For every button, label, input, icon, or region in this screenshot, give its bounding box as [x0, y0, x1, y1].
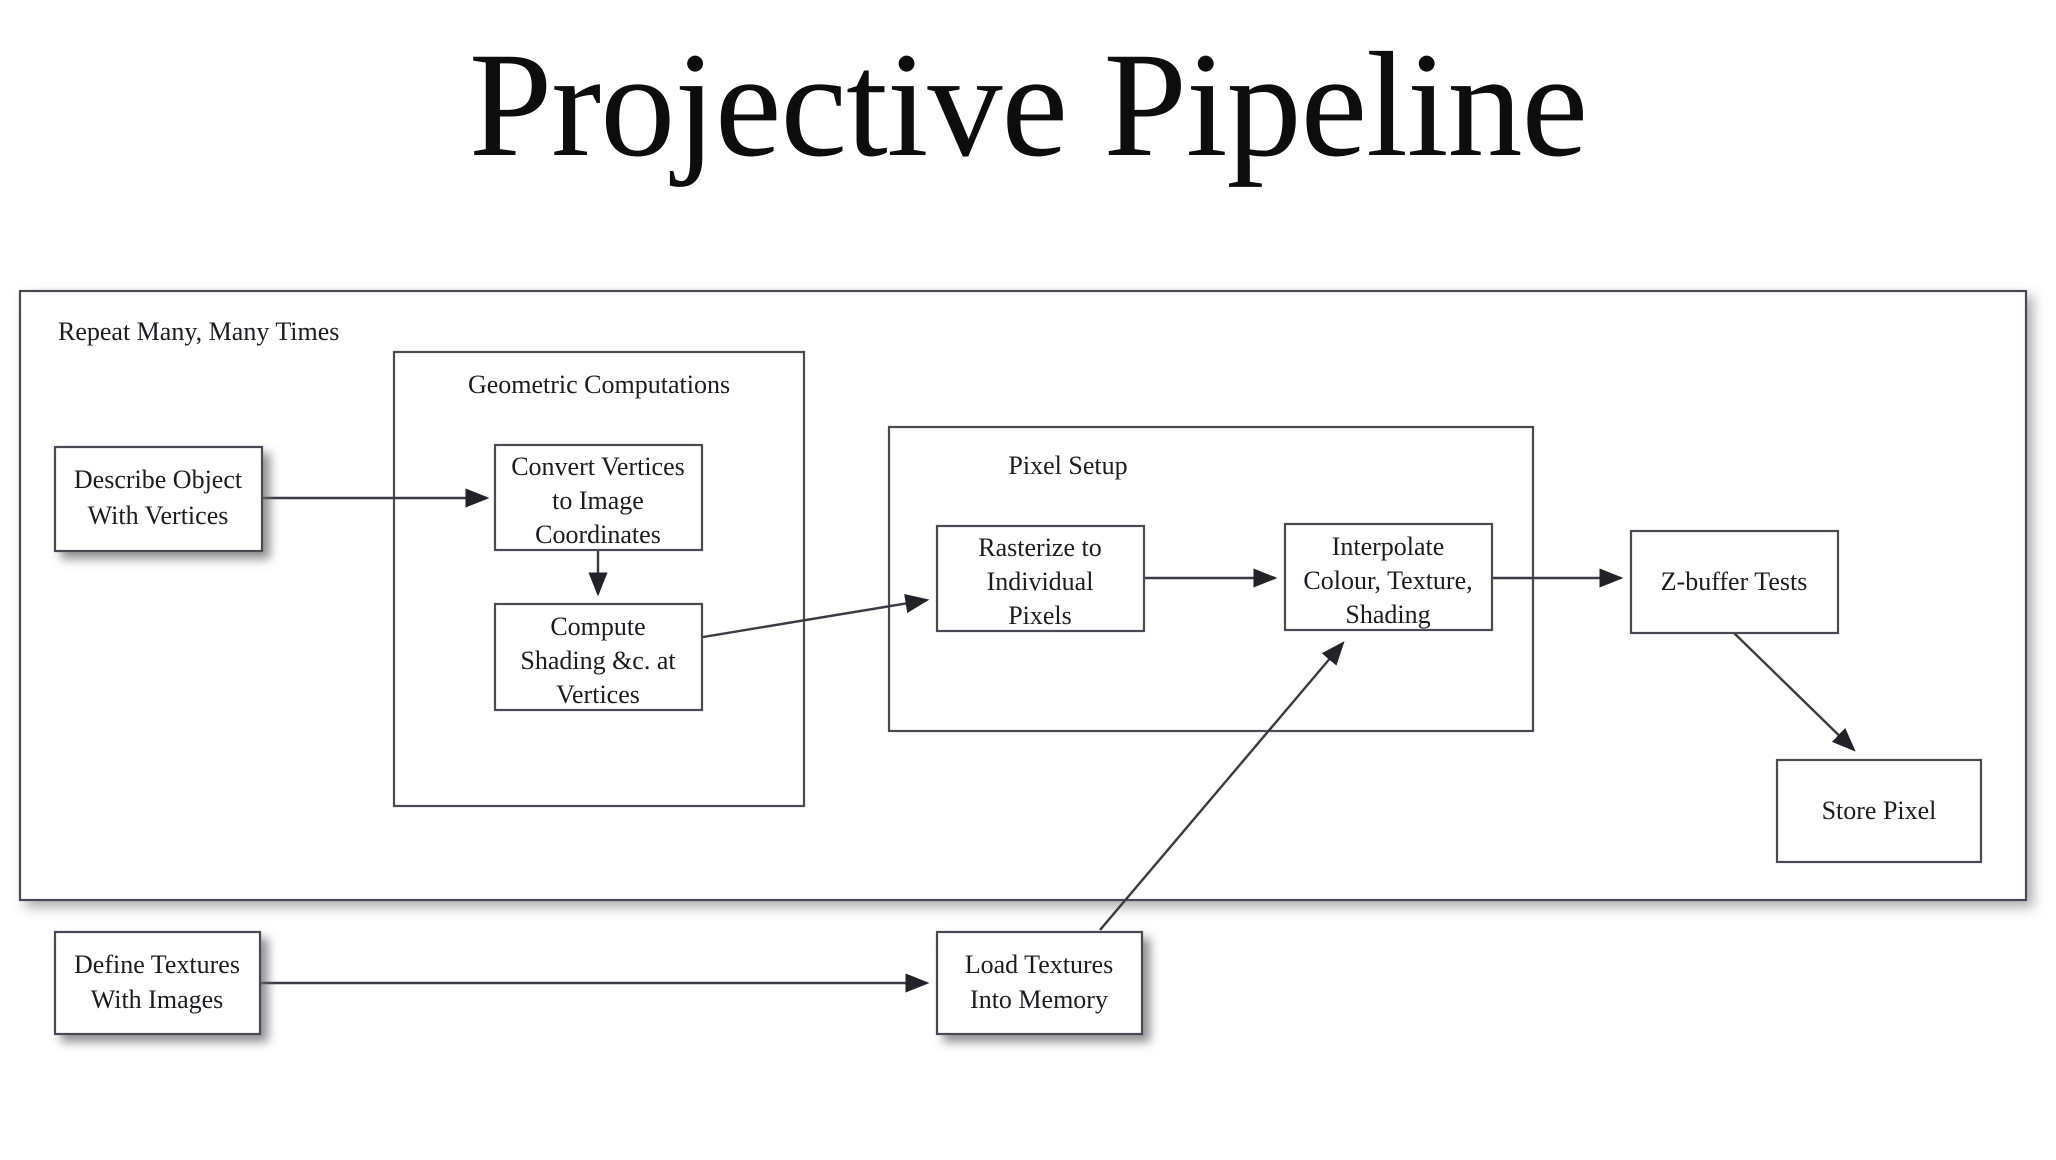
- node-store-pixel-rect[interactable]: [1775, 758, 1983, 864]
- node-compute-shading-rect[interactable]: [493, 602, 704, 712]
- node-load-textures-line-1: Load Textures: [965, 950, 1114, 979]
- node-load-textures-rect[interactable]: [935, 930, 1144, 1036]
- node-convert-vertices[interactable]: Convert Vertices to Image Coordinates: [493, 443, 704, 552]
- node-define-textures-rect[interactable]: [53, 930, 262, 1036]
- node-describe-object-line-2: With Vertices: [88, 501, 229, 530]
- node-interpolate-line-2: Colour, Texture,: [1303, 566, 1472, 595]
- node-compute-shading-line-2: Shading &c. at: [520, 646, 676, 675]
- container-repeat-loop-label: Repeat Many, Many Times: [58, 317, 339, 346]
- container-geometric-computations-label: Geometric Computations: [468, 370, 730, 399]
- node-describe-object[interactable]: Describe Object With Vertices: [53, 445, 264, 553]
- node-interpolate-rect[interactable]: [1283, 522, 1494, 632]
- node-define-textures-line-1: Define Textures: [74, 950, 240, 979]
- node-z-buffer-tests-line-1: Z-buffer Tests: [1661, 567, 1808, 596]
- edge-load-to-interpolate: [1099, 641, 1345, 931]
- node-compute-shading-line-1: Compute: [550, 612, 645, 641]
- node-describe-object-line-1: Describe Object: [74, 465, 243, 494]
- node-convert-vertices-rect[interactable]: [493, 443, 704, 552]
- node-store-pixel[interactable]: Store Pixel: [1775, 758, 1983, 864]
- node-compute-shading[interactable]: Compute Shading &c. at Vertices: [493, 602, 704, 712]
- node-convert-vertices-line-1: Convert Vertices: [511, 452, 685, 481]
- node-interpolate-line-3: Shading: [1345, 600, 1430, 629]
- edge-zbuffer-to-store: [1733, 632, 1856, 752]
- node-store-pixel-line-1: Store Pixel: [1822, 796, 1937, 825]
- node-load-textures-line-2: Into Memory: [970, 985, 1108, 1014]
- node-convert-vertices-line-2: to Image: [552, 486, 644, 515]
- node-rasterize-pixels[interactable]: Rasterize to Individual Pixels: [935, 524, 1146, 633]
- node-load-textures[interactable]: Load Textures Into Memory: [935, 930, 1144, 1036]
- node-define-textures[interactable]: Define Textures With Images: [53, 930, 262, 1036]
- node-compute-shading-line-3: Vertices: [556, 680, 640, 709]
- node-describe-object-rect[interactable]: [53, 445, 264, 553]
- diagram-edges: [260, 488, 1856, 993]
- page-title: Projective Pipeline: [468, 22, 1588, 188]
- node-rasterize-pixels-line-2: Individual: [987, 567, 1094, 596]
- node-z-buffer-tests-rect[interactable]: [1629, 529, 1840, 635]
- node-rasterize-pixels-line-3: Pixels: [1008, 601, 1072, 630]
- node-rasterize-pixels-line-1: Rasterize to: [978, 533, 1101, 562]
- node-z-buffer-tests[interactable]: Z-buffer Tests: [1629, 529, 1840, 635]
- container-pixel-setup-label: Pixel Setup: [1008, 451, 1127, 480]
- edge-compute-to-rasterize: [702, 594, 930, 639]
- node-convert-vertices-line-3: Coordinates: [535, 520, 661, 549]
- node-define-textures-line-2: With Images: [91, 985, 224, 1014]
- node-interpolate-line-1: Interpolate: [1332, 532, 1445, 561]
- node-rasterize-pixels-rect[interactable]: [935, 524, 1146, 633]
- node-interpolate[interactable]: Interpolate Colour, Texture, Shading: [1283, 522, 1494, 632]
